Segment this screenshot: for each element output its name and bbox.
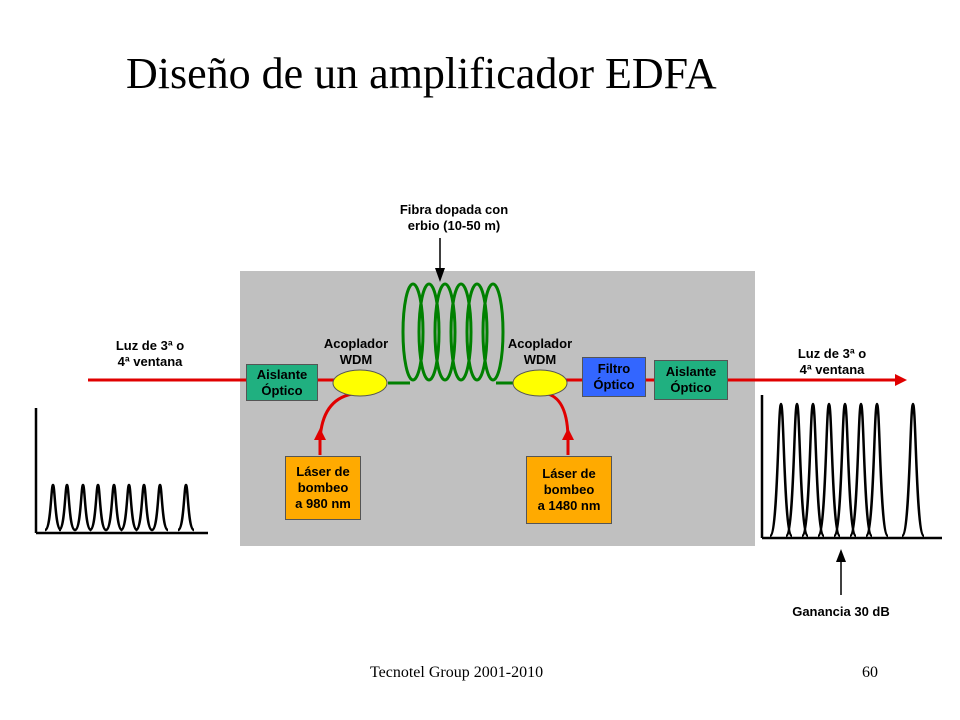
footer-left: Tecnotel Group 2001-2010 [370,664,544,681]
output-spectrum [760,395,942,540]
wdm-coupler-left [332,369,388,397]
gain-label: Ganancia 30 dB [792,604,890,619]
footer-right: 60 [862,664,878,681]
input-spectrum [34,408,208,535]
page-title: Diseño de un amplificador EDFA [126,49,717,98]
erbium-fiber-coil [388,282,514,385]
wdm-coupler-right [512,369,568,397]
